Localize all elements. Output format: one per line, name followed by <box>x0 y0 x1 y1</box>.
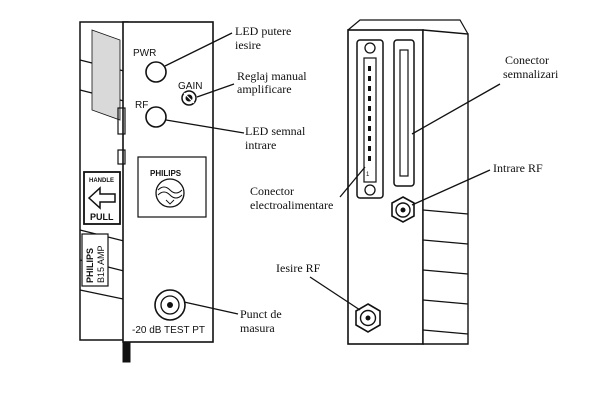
callout-line: electroalimentare <box>250 198 333 212</box>
heatsink-fin <box>422 209 469 335</box>
rf-output-connector-icon <box>355 303 381 333</box>
callout-line: semnalizari <box>503 67 559 81</box>
callout-line: iesire <box>235 38 261 52</box>
arrow-left-icon <box>87 186 116 210</box>
rear-body <box>347 29 424 345</box>
callout-line: LED semnal <box>245 124 306 138</box>
callout-led-power: LED putere iesire <box>235 24 294 52</box>
leader-power-connector <box>339 166 366 198</box>
test-point-label: -20 dB TEST PT <box>132 325 205 336</box>
front-panel-edge <box>122 342 131 363</box>
rf-input-connector-icon <box>391 196 415 223</box>
heatsink-dark-section <box>91 29 121 121</box>
leader-gain <box>196 83 235 98</box>
pwr-label: PWR <box>133 48 156 59</box>
panel-tab <box>117 149 126 165</box>
callout-line: masura <box>240 321 275 335</box>
screw-icon <box>364 184 376 196</box>
leader-test-point <box>183 301 239 315</box>
gain-potentiometer-icon <box>181 90 197 106</box>
rf-led-icon <box>145 106 167 128</box>
leader-rf-input <box>411 169 491 206</box>
leader-rf-output <box>309 276 361 311</box>
callout-line: Punct de <box>240 307 282 321</box>
connector-pins <box>368 66 371 161</box>
connector-pin-label: 1 <box>366 172 370 178</box>
side-model-label: PHILIPS B15 AMP <box>81 233 109 287</box>
callout-rf-output: Iesire RF <box>276 261 321 275</box>
callout-line: Intrare RF <box>493 161 543 175</box>
side-brand-label: PHILIPS <box>85 248 95 283</box>
brand-label: PHILIPS <box>150 169 182 178</box>
pull-label: PULL <box>90 212 114 222</box>
gain-label: GAIN <box>178 81 202 92</box>
callout-line: Conector <box>250 184 294 198</box>
leader-lines <box>164 32 501 315</box>
power-connector-slot <box>363 57 377 183</box>
callout-line: Iesire RF <box>276 261 321 275</box>
front-panel-view: PWR GAIN RF PHILIPS HANDLE PULL <box>79 21 214 363</box>
callout-line: LED putere <box>235 24 291 38</box>
rf-label: RF <box>135 100 148 111</box>
callout-line: amplificare <box>237 82 292 96</box>
callout-led-input: LED semnal intrare <box>245 124 308 152</box>
signal-connector-slot <box>399 49 409 177</box>
front-panel <box>122 21 214 343</box>
callout-gain-adjust: Reglaj manual amplificare <box>237 69 310 96</box>
leader-led-input <box>165 119 245 134</box>
callout-test-point: Punct de masura <box>240 307 285 335</box>
heatsink-top <box>347 19 469 35</box>
callout-line: intrare <box>245 138 276 152</box>
leader-signal-connector <box>411 83 501 135</box>
callout-power-connector: Conector electroalimentare <box>250 184 333 212</box>
callouts: LED putere iesire Reglaj manual amplific… <box>235 24 559 335</box>
philips-shield-logo-icon <box>155 178 185 208</box>
signal-connector-housing <box>393 39 415 187</box>
callout-rf-input: Intrare RF <box>493 161 543 175</box>
power-led-icon <box>145 61 167 83</box>
handle-label: HANDLE <box>89 178 114 184</box>
test-point-connector-icon <box>154 289 186 321</box>
callout-line: Conector <box>505 53 549 67</box>
rear-panel-view: 1 <box>347 19 469 345</box>
power-connector-housing <box>356 39 384 199</box>
brand-logo-box <box>137 156 207 218</box>
callout-signal-connector: Conector semnalizari <box>503 53 559 81</box>
side-model-text: B15 AMP <box>96 245 106 283</box>
panel-tab <box>117 107 126 135</box>
rear-heatsink <box>422 29 469 345</box>
screw-icon <box>364 42 376 54</box>
callout-line: Reglaj manual <box>237 69 307 83</box>
leader-led-power <box>164 32 233 67</box>
